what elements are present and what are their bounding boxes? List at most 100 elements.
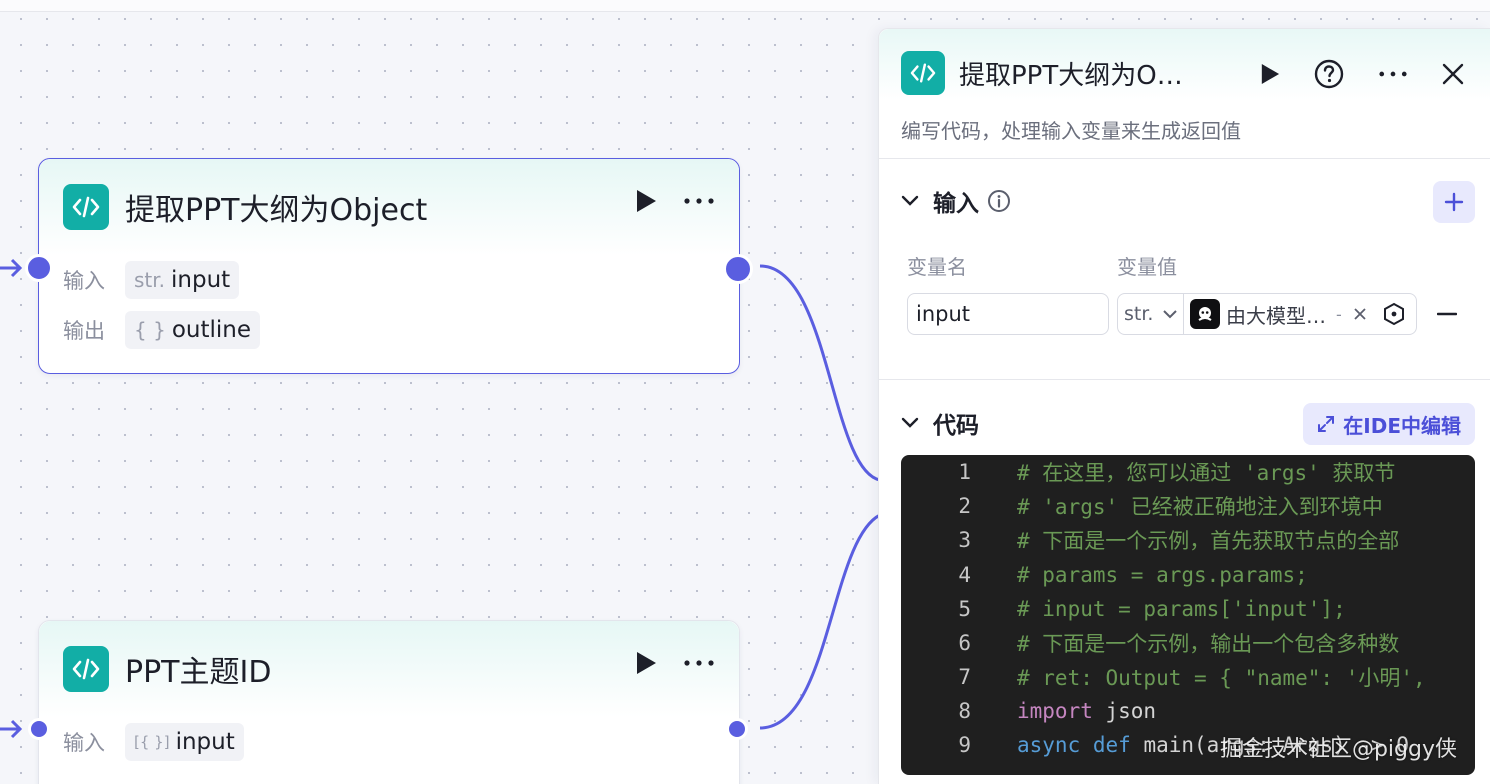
run-icon[interactable]: [635, 189, 657, 213]
line-number: 8: [958, 699, 971, 723]
panel-title[interactable]: 提取PPT大纲为O…: [959, 60, 1183, 91]
node2-input-port[interactable]: [28, 718, 50, 740]
line-number: 6: [958, 631, 971, 655]
run-icon[interactable]: [635, 651, 657, 675]
code-line: 7 # ret: Output = { "name": '小明',: [901, 660, 1426, 694]
close-icon[interactable]: [1442, 63, 1464, 85]
clear-reference-icon[interactable]: [1354, 308, 1366, 320]
code-icon: [63, 184, 109, 230]
param-name: input: [171, 267, 231, 293]
line-number: 3: [958, 528, 971, 552]
variable-name-value: input: [916, 302, 971, 326]
line-number: 7: [958, 665, 971, 689]
node1-input-port[interactable]: [25, 254, 53, 282]
line-number: 4: [958, 563, 971, 587]
incoming-arrow-icon: [0, 719, 23, 739]
code-editor[interactable]: 1 # 在这里，您可以通过 'args' 获取节 2 # 'args' 已经被正确地…: [901, 455, 1475, 775]
node-input-row: 输入 str.input: [39, 255, 739, 305]
code-text: # 下面是一个示例，首先获取节点的全部: [1017, 529, 1400, 553]
column-variable-value: 变量值: [1117, 255, 1177, 279]
type-label: { }: [134, 318, 166, 342]
variable-name-input[interactable]: input: [907, 293, 1109, 335]
edit-in-ide-label: 在IDE中编辑: [1343, 413, 1461, 438]
node-title: 提取PPT大纲为Object: [125, 193, 428, 228]
chevron-down-icon[interactable]: [901, 417, 919, 429]
run-icon[interactable]: [1260, 63, 1280, 85]
expand-icon: [1317, 415, 1335, 433]
incoming-arrow-icon: [0, 258, 23, 278]
code-text: # input = params['input'];: [1017, 597, 1346, 621]
connection-lines: [759, 264, 880, 730]
panel-description: 编写代码，处理输入变量来生成返回值: [901, 119, 1241, 143]
node-title: PPT主题ID: [125, 655, 272, 690]
type-label: [{ }]: [134, 733, 170, 751]
code-section-header[interactable]: 代码 在IDE中编辑: [879, 403, 1490, 445]
code-icon: [63, 646, 109, 692]
reference-separator: -: [1336, 304, 1342, 324]
add-variable-button[interactable]: [1433, 181, 1475, 223]
reference-chip[interactable]: 由大模型… -: [1184, 294, 1416, 334]
column-variable-name: 变量名: [907, 255, 967, 279]
code-section-title: 代码: [933, 413, 979, 439]
input-param-tag: str.input: [125, 261, 240, 299]
type-select[interactable]: str.: [1118, 294, 1184, 334]
variable-value-field[interactable]: str. 由大模型… -: [1117, 293, 1417, 335]
more-icon[interactable]: [1378, 70, 1408, 78]
line-number: 9: [958, 733, 971, 757]
node1-output-port[interactable]: [723, 254, 753, 284]
variable-picker-icon[interactable]: [1382, 302, 1406, 326]
input-label: 输入: [63, 731, 105, 755]
node-header: 提取PPT大纲为Object: [39, 159, 739, 255]
input-section-header[interactable]: 输入: [879, 181, 1490, 223]
code-node-extract-outline[interactable]: 提取PPT大纲为Object 输入 str.input 输出 { }outlin…: [38, 158, 740, 374]
code-line: 9 async def main(args: Args) -> O: [901, 728, 1409, 762]
more-icon[interactable]: [683, 659, 715, 667]
code-node-ppt-theme-id[interactable]: PPT主题ID 输入 [{ }] input: [38, 620, 740, 784]
llm-node-icon: [1190, 299, 1220, 329]
code-line: 6 # 下面是一个示例，输出一个包含多种数: [901, 626, 1399, 660]
help-icon[interactable]: [1314, 59, 1344, 89]
code-text: # 在这里，您可以通过 'args' 获取节: [1017, 461, 1396, 485]
info-icon[interactable]: [987, 189, 1011, 213]
code-line: 4 # params = args.params;: [901, 558, 1308, 592]
node2-output-port[interactable]: [726, 718, 748, 740]
node-header: PPT主题ID: [39, 621, 739, 717]
remove-variable-icon[interactable]: [1437, 312, 1457, 316]
line-number: 5: [958, 597, 971, 621]
code-line: 2 # 'args' 已经被正确地注入到环境中: [901, 489, 1383, 523]
chevron-down-icon[interactable]: [901, 195, 919, 207]
more-icon[interactable]: [683, 197, 715, 205]
line-number: 2: [958, 494, 971, 518]
node-output-row: 输出 { }outline: [39, 305, 739, 355]
input-label: 输入: [63, 269, 105, 293]
watermark: 掘金技术社区@piggy侠: [1219, 737, 1457, 762]
top-bar: [0, 0, 1490, 12]
param-name: outline: [171, 317, 251, 343]
param-name: input: [175, 729, 235, 755]
code-text: # 下面是一个示例，输出一个包含多种数: [1017, 632, 1400, 656]
type-label: str.: [134, 268, 166, 292]
code-text: # ret: Output = { "name": '小明',: [1017, 666, 1426, 690]
reference-label: 由大模型…: [1226, 303, 1326, 328]
edit-in-ide-button[interactable]: 在IDE中编辑: [1303, 403, 1475, 445]
code-text: # params = args.params;: [1017, 563, 1308, 587]
input-param-tag: [{ }] input: [125, 723, 244, 761]
line-number: 1: [958, 460, 971, 484]
code-text: # 'args' 已经被正确地注入到环境中: [1017, 495, 1383, 519]
code-keyword: async def: [1017, 733, 1131, 757]
output-label: 输出: [63, 319, 105, 343]
output-param-tag: { }outline: [125, 311, 260, 349]
code-line: 8 import json: [901, 694, 1156, 728]
code-line: 3 # 下面是一个示例，首先获取节点的全部: [901, 523, 1399, 557]
section-divider: [879, 379, 1490, 380]
code-keyword: import: [1017, 699, 1093, 723]
node-input-row: 输入 [{ }] input: [39, 717, 739, 767]
code-icon: [901, 51, 945, 95]
code-text: main(args: Args) -> O: [1130, 733, 1409, 757]
chevron-down-icon: [1163, 309, 1178, 319]
code-line: 5 # input = params['input'];: [901, 592, 1346, 626]
code-line: 1 # 在这里，您可以通过 'args' 获取节: [901, 455, 1395, 489]
input-section-title: 输入: [933, 191, 979, 217]
panel-header: 提取PPT大纲为O… 编写代码，处理输入变量来生成返回值: [879, 29, 1490, 159]
code-text: json: [1092, 699, 1157, 723]
